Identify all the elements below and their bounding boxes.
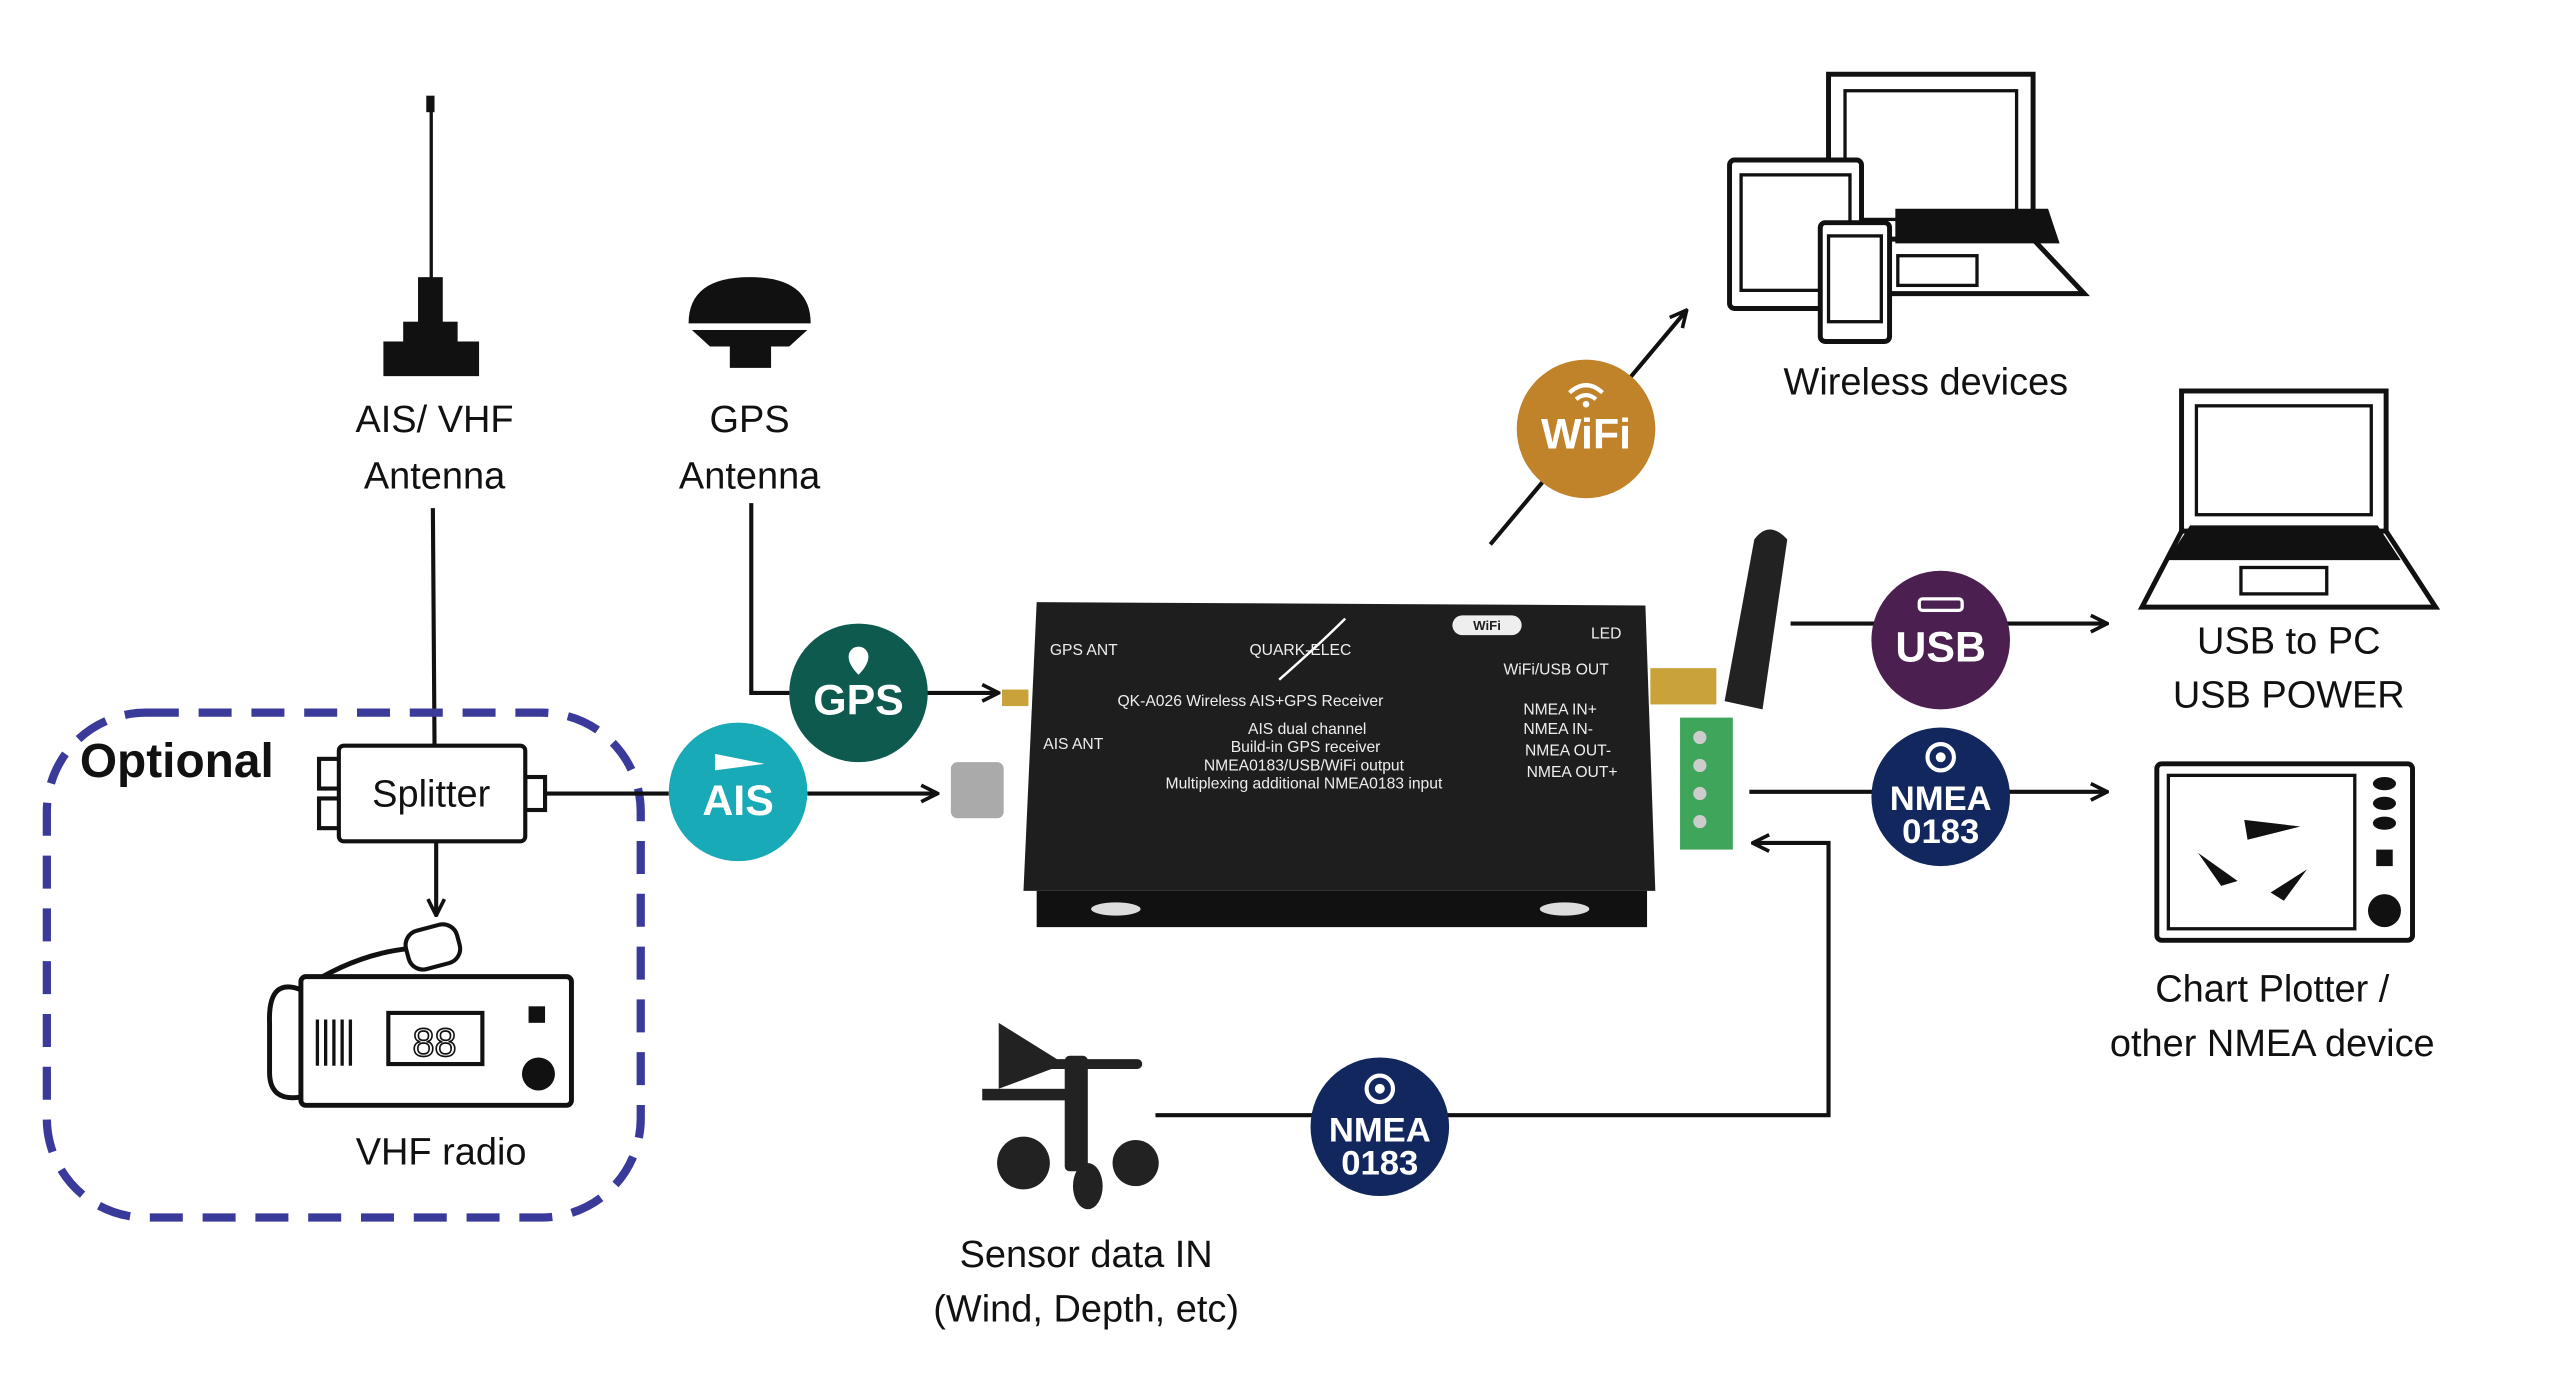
nmea-out-label-2: 0183 <box>1902 813 1979 851</box>
nmea-in-label-1: NMEA <box>1329 1112 1431 1150</box>
usb-target-label-1: USB to PC <box>2197 620 2380 662</box>
ais-badge: AIS <box>668 722 808 862</box>
wireless-devices-label: Wireless devices <box>1784 361 2069 403</box>
antenna-connector <box>1650 668 1717 705</box>
vhf-radio-icon: 88 <box>267 922 574 1108</box>
nmea-target-icon <box>1925 741 1956 773</box>
wifi-antenna-icon <box>1724 529 1788 710</box>
gps-badge-label: GPS <box>813 676 904 724</box>
ais-antenna-label-2: Antenna <box>364 455 506 497</box>
port-gps-ant: GPS ANT <box>1050 642 1118 659</box>
chart-plotter-icon <box>2154 761 2415 943</box>
gps-badge: GPS <box>789 623 928 763</box>
wifi-badge: WiFi <box>1516 359 1656 499</box>
device-feature: Build-in GPS receiver <box>1231 739 1381 756</box>
wireless-devices-icon <box>1727 71 2090 344</box>
device-feature: AIS dual channel <box>1248 721 1366 738</box>
ais-antenna-cable <box>430 508 437 746</box>
wifi-signal-icon <box>1568 383 1604 401</box>
radio-display: 88 <box>413 1021 457 1065</box>
terminal-label: NMEA OUT+ <box>1527 764 1618 781</box>
vhf-radio-label: VHF radio <box>356 1132 527 1174</box>
location-pin-icon <box>848 646 869 675</box>
nmea-in-link <box>1155 843 1831 1118</box>
laptop-icon <box>2137 388 2441 610</box>
qk-a026-receiver: QUARK-ELEC WiFi GPS ANT AIS ANT LED WiFi… <box>950 529 1788 928</box>
wifi-badge-label: WiFi <box>1541 411 1631 459</box>
splitter-box: Splitter <box>316 743 548 844</box>
terminal-label: NMEA OUT- <box>1525 743 1611 760</box>
port-led: LED <box>1591 625 1621 642</box>
nmea-out-label-1: NMEA <box>1890 780 1992 818</box>
terminal-label: NMEA IN+ <box>1523 701 1597 718</box>
nmea-target-icon <box>1364 1073 1396 1105</box>
sensor-label-2: (Wind, Depth, etc) <box>933 1288 1239 1330</box>
ais-badge-label: AIS <box>702 777 773 825</box>
splitter-label: Splitter <box>372 774 490 816</box>
optional-title: Optional <box>80 735 274 788</box>
usb-badge-label: USB <box>1895 624 1986 672</box>
usb-target-label-2: USB POWER <box>2173 675 2405 717</box>
port-wifi-usb-out: WiFi/USB OUT <box>1504 662 1610 679</box>
ais-ship-icon <box>714 753 765 771</box>
chart-plotter-label-2: other NMEA device <box>2110 1023 2435 1065</box>
usb-port-icon <box>1917 597 1964 613</box>
chart-plotter-label-1: Chart Plotter / <box>2155 968 2389 1010</box>
nmea-in-badge: NMEA 0183 <box>1310 1057 1450 1197</box>
quark-elec-logo <box>1278 617 1347 681</box>
nmea-out-badge: NMEA 0183 <box>1871 727 2010 867</box>
gps-antenna-label-1: GPS <box>710 399 790 441</box>
usb-badge: USB <box>1871 570 2010 710</box>
device-model: QK-A026 Wireless AIS+GPS Receiver <box>1118 693 1384 710</box>
sensor-label-1: Sensor data IN <box>960 1234 1213 1276</box>
gps-antenna-label-2: Antenna <box>679 455 821 497</box>
wind-sensor-icon <box>982 1022 1159 1210</box>
device-feature: NMEA0183/USB/WiFi output <box>1204 757 1405 774</box>
ais-vhf-antenna-icon <box>383 95 480 377</box>
device-feature: Multiplexing additional NMEA0183 input <box>1166 776 1443 793</box>
device-wifi-logo: WiFi <box>1473 618 1501 633</box>
nmea-in-label-2: 0183 <box>1341 1145 1418 1183</box>
ais-antenna-label-1: AIS/ VHF <box>355 399 513 441</box>
port-ais-ant: AIS ANT <box>1043 736 1103 753</box>
gps-antenna-icon <box>688 277 811 368</box>
terminal-label: NMEA IN- <box>1523 721 1593 738</box>
device-brand: QUARK-ELEC <box>1249 642 1351 659</box>
nmea-terminal-block <box>1680 717 1733 850</box>
optional-group-border <box>42 708 645 1222</box>
